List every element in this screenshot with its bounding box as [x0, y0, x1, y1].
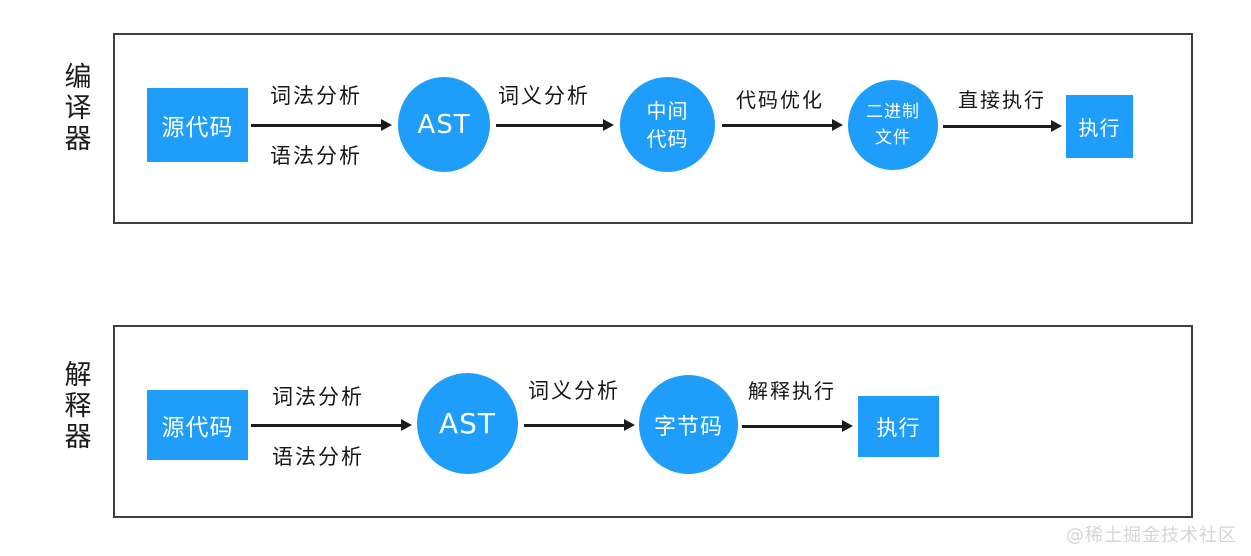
- caption-code-optimization-compiler: 代码优化: [736, 88, 824, 112]
- arrow-shaft: [251, 124, 381, 127]
- arrow-head: [401, 419, 412, 431]
- caption-direct-execute-compiler: 直接执行: [958, 88, 1046, 112]
- node-label: 源代码: [161, 115, 234, 141]
- arrow-shaft: [496, 124, 603, 127]
- arrow-head: [381, 119, 392, 131]
- node-ast-compiler: AST: [398, 77, 490, 172]
- arrow-shaft: [742, 425, 842, 428]
- caption-semantic-analysis-compiler: 词义分析: [498, 84, 590, 108]
- caption-lexical-analysis-compiler: 词法分析: [270, 84, 362, 108]
- node-execute-compiler: 执行: [1066, 95, 1133, 158]
- node-label: AST: [417, 109, 471, 140]
- arrow-ast-to-bytecode-interpreter: [524, 418, 635, 432]
- caption-syntax-analysis-interpreter: 语法分析: [272, 445, 364, 469]
- node-source-code-compiler: 源代码: [147, 88, 248, 162]
- node-ast-interpreter: AST: [417, 373, 518, 474]
- node-label: 源代码: [161, 415, 234, 441]
- arrow-head: [624, 419, 635, 431]
- caption-lexical-analysis-interpreter: 词法分析: [272, 385, 364, 409]
- node-label: 字节码: [653, 414, 723, 440]
- side-label-char: 释: [64, 391, 92, 422]
- node-label: AST: [438, 407, 497, 440]
- node-binary-file-compiler: 二进制 文件: [848, 80, 938, 170]
- side-label-char: 器: [64, 422, 92, 453]
- caption-interpret-execute-interpreter: 解释执行: [748, 379, 836, 403]
- arrow-shaft: [524, 424, 624, 427]
- node-bytecode-interpreter: 字节码: [639, 375, 738, 474]
- watermark-text: @稀土掘金技术社区: [1066, 525, 1237, 546]
- node-label-line2: 文件: [875, 128, 911, 148]
- caption-semantic-analysis-interpreter: 词义分析: [528, 379, 620, 403]
- section-label-interpreter: 解 释 器: [56, 360, 100, 453]
- arrow-head: [842, 420, 853, 432]
- node-intermediate-code-compiler: 中间 代码: [620, 77, 715, 172]
- arrow-source-to-ast-compiler: [251, 118, 392, 132]
- arrow-head: [1051, 120, 1062, 132]
- node-label: 执行: [1078, 116, 1121, 140]
- side-label-char: 解: [64, 360, 92, 391]
- node-label-line1: 中间: [646, 98, 689, 123]
- node-execute-interpreter: 执行: [858, 396, 939, 457]
- arrow-head: [832, 119, 843, 131]
- arrow-shaft: [722, 124, 832, 127]
- node-source-code-interpreter: 源代码: [147, 390, 248, 460]
- arrow-ast-to-ir-compiler: [496, 118, 614, 132]
- section-label-compiler: 编 译 器: [56, 62, 100, 155]
- arrow-bytecode-to-execute-interpreter: [742, 419, 853, 433]
- node-label-line2: 代码: [646, 126, 689, 151]
- caption-syntax-analysis-compiler: 语法分析: [270, 144, 362, 168]
- arrow-ir-to-binary-compiler: [722, 118, 843, 132]
- side-label-char: 器: [64, 124, 92, 155]
- side-label-char: 编: [64, 62, 92, 93]
- arrow-shaft: [251, 424, 401, 427]
- arrow-shaft: [943, 125, 1051, 128]
- node-label: 执行: [876, 415, 921, 440]
- arrow-binary-to-execute-compiler: [943, 119, 1062, 133]
- node-label-line1: 二进制: [866, 102, 920, 122]
- side-label-char: 译: [64, 93, 92, 124]
- arrow-head: [603, 119, 614, 131]
- arrow-source-to-ast-interpreter: [251, 418, 412, 432]
